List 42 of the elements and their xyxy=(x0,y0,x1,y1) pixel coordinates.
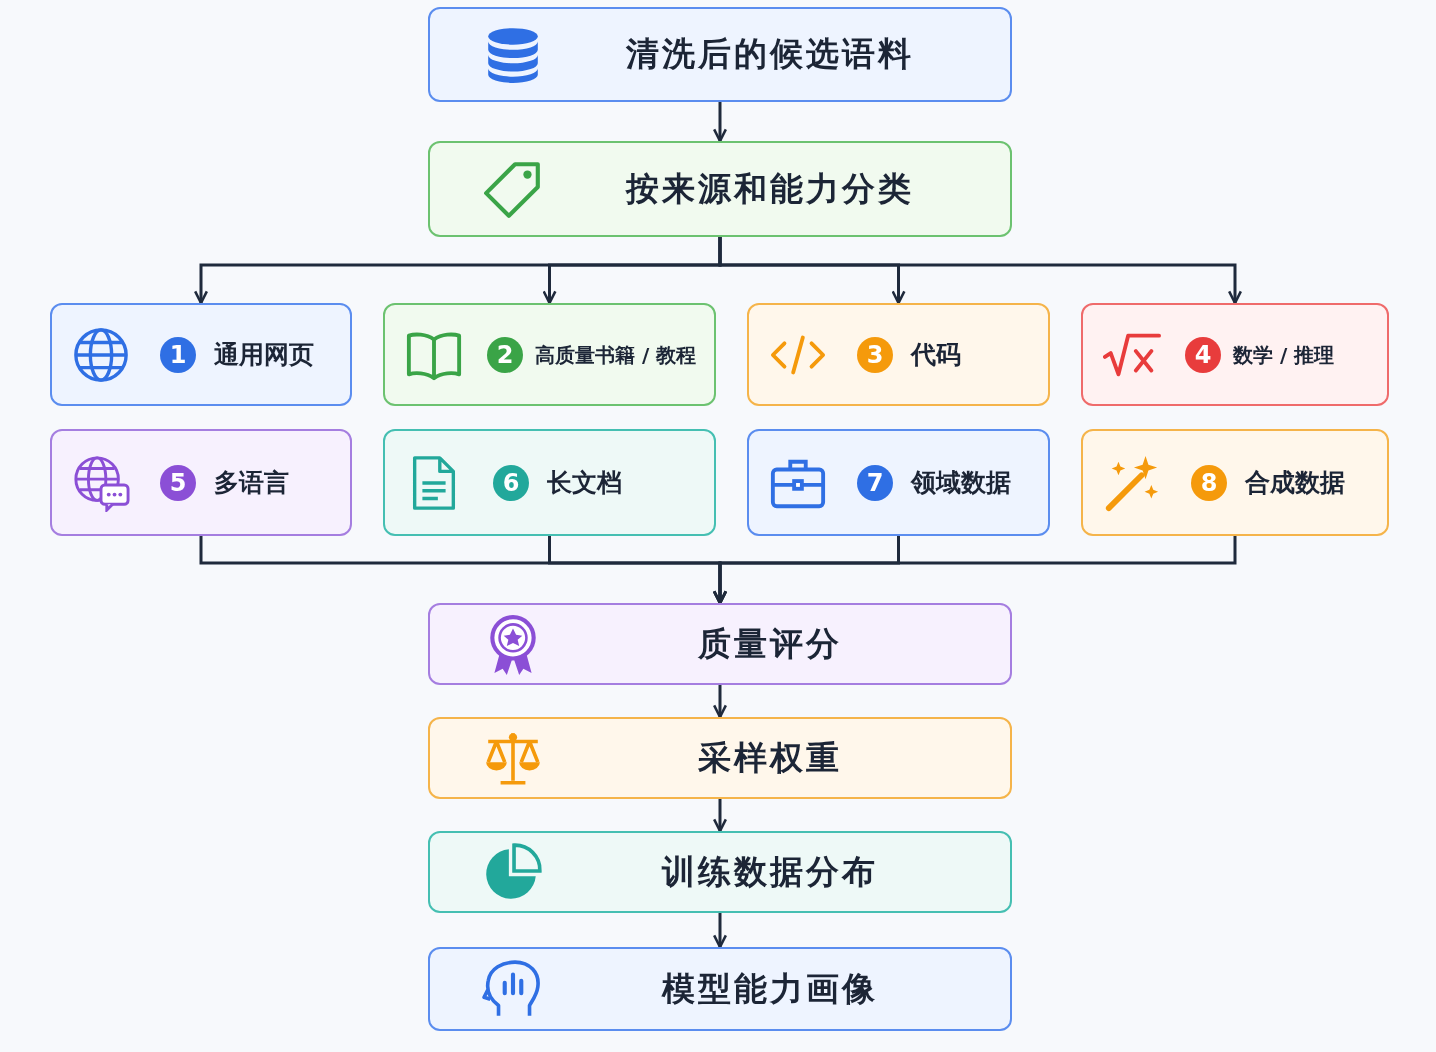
node-label: 按来源和能力分类 xyxy=(626,167,914,210)
process-box xyxy=(428,831,1012,913)
number-badge: 2 xyxy=(487,336,523,373)
category-box xyxy=(383,429,716,536)
process-box xyxy=(428,603,1012,685)
number-badge: 1 xyxy=(160,336,196,373)
arrow xyxy=(712,102,728,143)
category-box xyxy=(1081,303,1389,406)
node-label: 模型能力画像 xyxy=(662,967,878,1010)
category-box xyxy=(50,429,352,536)
number-badge: 8 xyxy=(1191,464,1227,501)
node-label: 质量评分 xyxy=(698,622,842,665)
arrow xyxy=(712,685,728,719)
category-box xyxy=(747,429,1050,536)
node-label: 合成数据 xyxy=(1245,466,1345,499)
category-box xyxy=(747,303,1050,406)
number-badge: 6 xyxy=(493,464,529,501)
category-box xyxy=(383,303,716,406)
node-label: 领域数据 xyxy=(911,466,1011,499)
node-label: 代码 xyxy=(911,338,961,371)
process-box xyxy=(428,947,1012,1031)
node-label: 训练数据分布 xyxy=(662,850,878,893)
node-label: 长文档 xyxy=(547,466,622,499)
process-box xyxy=(428,141,1012,237)
arrow xyxy=(712,799,728,833)
process-box xyxy=(428,717,1012,799)
number-badge: 4 xyxy=(1185,336,1221,373)
arrow xyxy=(712,536,1237,605)
node-label: 采样权重 xyxy=(698,736,842,779)
category-box xyxy=(1081,429,1389,536)
node-label: 多语言 xyxy=(214,466,289,499)
number-badge: 7 xyxy=(857,464,893,501)
category-box xyxy=(50,303,352,406)
arrow xyxy=(712,913,728,949)
process-box xyxy=(428,7,1012,102)
number-badge: 3 xyxy=(857,336,893,373)
node-label: 清洗后的候选语料 xyxy=(626,33,914,75)
number-badge: 5 xyxy=(160,464,196,501)
node-label: 数学 / 推理 xyxy=(1233,341,1335,369)
node-label: 高质量书籍 / 教程 xyxy=(535,341,697,369)
node-label: 通用网页 xyxy=(214,338,314,371)
arrow xyxy=(718,237,1243,305)
